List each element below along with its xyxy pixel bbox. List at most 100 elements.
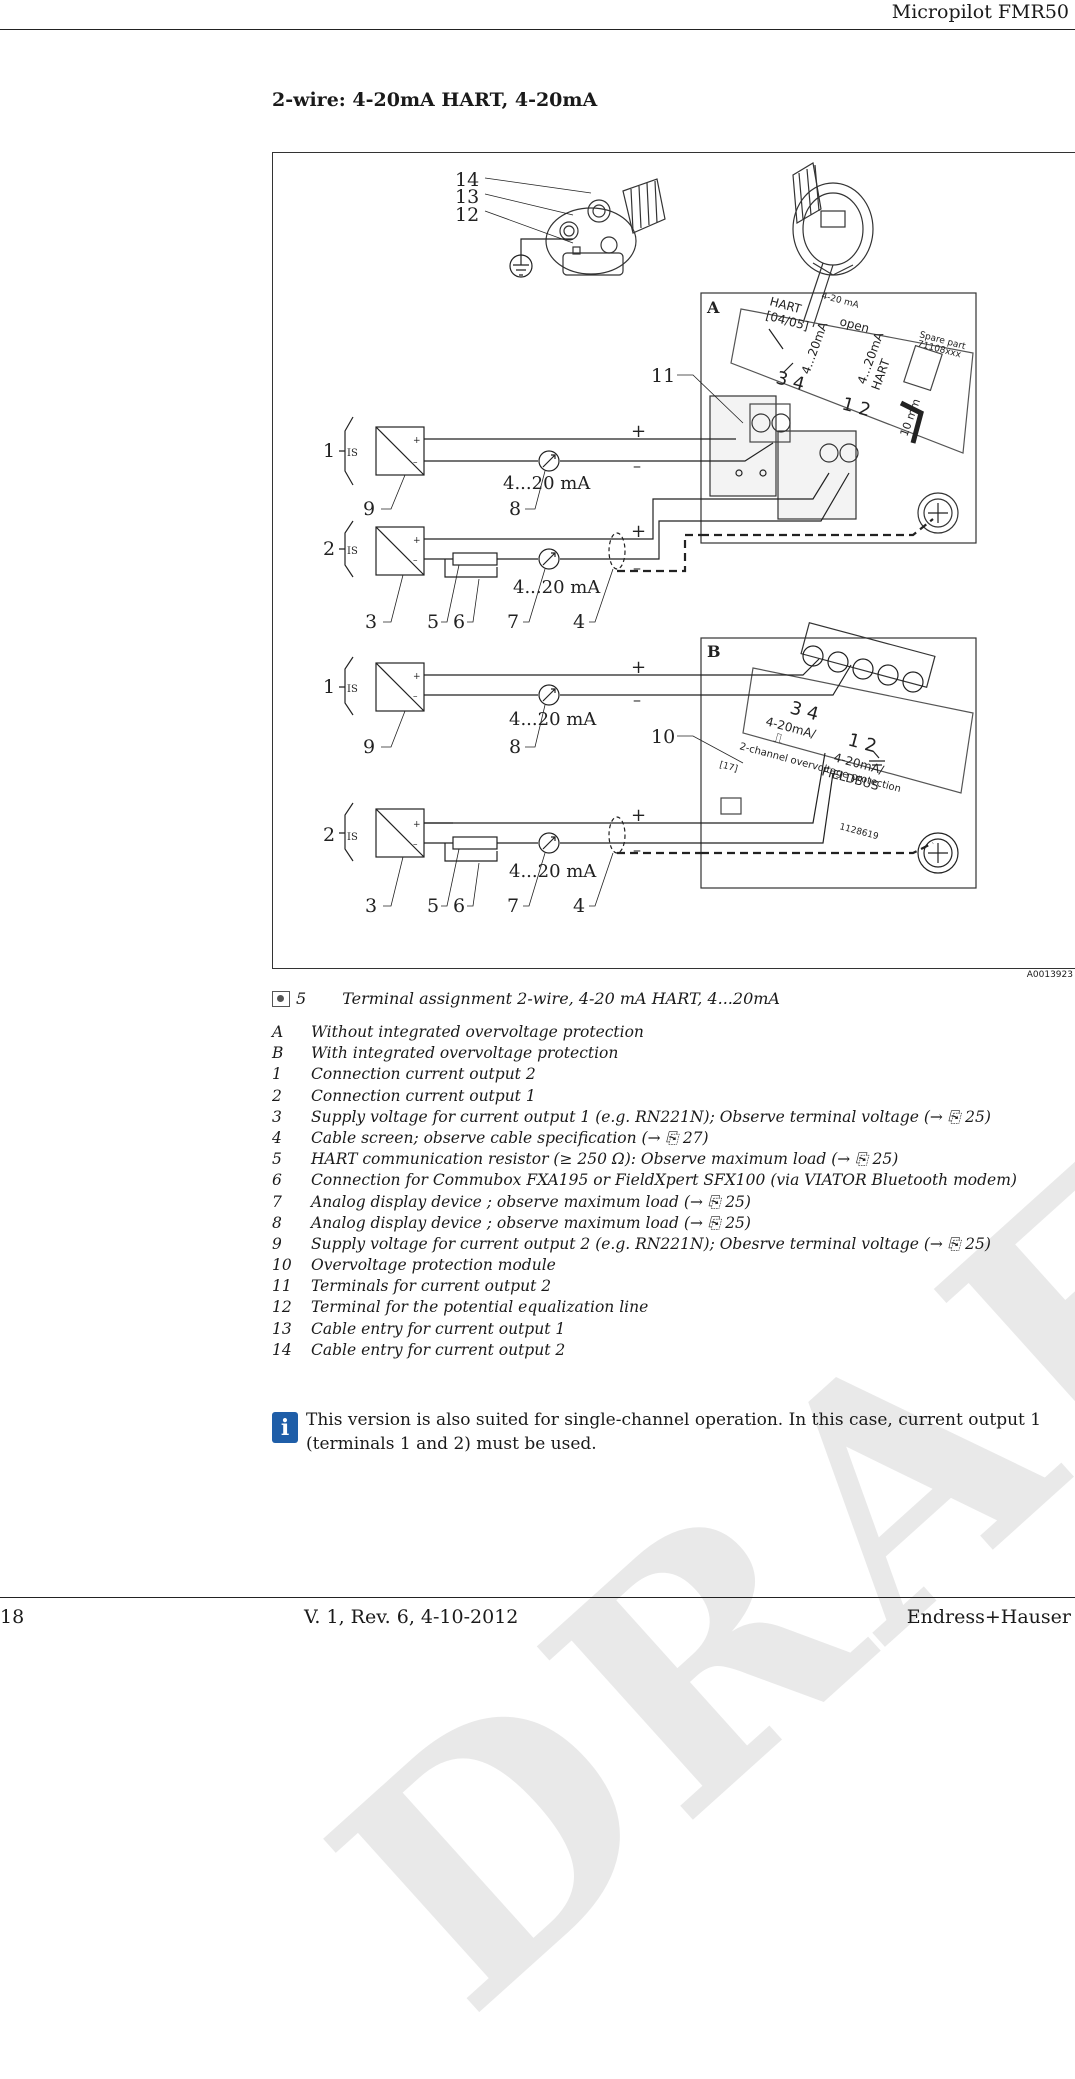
legend-key: 11 <box>272 1277 292 1296</box>
figure-caption-text: Terminal assignment 2-wire, 4-20 mA HART… <box>342 989 780 1008</box>
legend-item: 13 Cable entry for current output 1 <box>272 1319 1072 1340</box>
legend-text: With integrated overvoltage protection <box>311 1044 619 1063</box>
legend-key: 6 <box>272 1171 282 1190</box>
callout-leaders-top <box>484 177 592 244</box>
legend-key: 12 <box>272 1298 292 1317</box>
callout-6-b: 6 <box>453 895 465 917</box>
svg-text:–: – <box>413 840 418 850</box>
legend-key: 10 <box>272 1256 292 1275</box>
panel-b-left-symbol: ⎍ <box>772 730 785 747</box>
is-label-a2: IS <box>347 546 358 557</box>
ground-icon <box>509 238 573 278</box>
ma-label-b2: 4...20 mA <box>509 861 597 882</box>
figure-legend: A Without integrated overvoltage protecti… <box>272 1022 1072 1361</box>
circuit-output2-a <box>339 416 774 486</box>
panel-b-part-no: 1128619 <box>838 822 880 842</box>
circuit-output1-b-labels: + – 4...20 mA 2 IS 3 5 6 7 4 + – <box>323 805 646 917</box>
legend-key: 13 <box>272 1319 292 1338</box>
legend-item: A Without integrated overvoltage protecti… <box>272 1022 1072 1043</box>
legend-text: Cable entry for current output 1 <box>311 1319 566 1338</box>
callout-leader-9-b <box>381 710 406 748</box>
legend-text: Connection current output 2 <box>311 1065 536 1084</box>
panel-a-letter: A <box>706 298 720 317</box>
page-number: 18 <box>0 1606 25 1628</box>
legend-text: Supply voltage for current output 2 (e.g… <box>311 1234 991 1253</box>
footer-rule <box>0 1597 1075 1598</box>
svg-text:–: – <box>413 692 418 702</box>
legend-text: Analog display device ; observe maximum … <box>311 1192 751 1211</box>
svg-text:+: + <box>413 436 421 446</box>
panel-b-letter: B <box>707 642 721 661</box>
legend-item: 6 Connection for Commubox FXA195 or Field… <box>272 1170 1072 1191</box>
minus-label-b1: – <box>633 690 641 709</box>
panel-a-wire-label: 4-20 mA <box>820 291 860 311</box>
info-note: i This version is also suited for single… <box>272 1408 1072 1456</box>
callout-14: 14 <box>455 169 479 191</box>
minus-label-a2: – <box>633 558 641 577</box>
svg-text:+: + <box>413 820 421 830</box>
ma-label-a2: 4...20 mA <box>513 577 601 598</box>
legend-key: 2 <box>272 1086 282 1105</box>
legend-item: 2 Connection current output 1 <box>272 1086 1072 1107</box>
legend-item: 11 Terminals for current output 2 <box>272 1276 1072 1297</box>
callout-leader-9-a <box>381 474 406 510</box>
panel-a-terminals-12: 1 2 <box>840 394 873 422</box>
legend-key: A <box>272 1023 284 1041</box>
callout-leader-8-b <box>525 704 546 748</box>
housing-cable-entries-illustration <box>545 178 666 276</box>
panel-a <box>700 292 977 544</box>
callout-12: 12 <box>455 204 479 226</box>
legend-text: Connection current output 1 <box>311 1086 536 1105</box>
is-label-b2: IS <box>347 832 358 843</box>
legend-text: Connection for Commubox FXA195 or FieldX… <box>311 1171 1017 1190</box>
legend-text: Terminals for current output 2 <box>311 1277 552 1296</box>
minus-label-a1: – <box>633 456 641 475</box>
is-label-b1: IS <box>347 684 358 695</box>
legend-item: 5 HART communication resistor (≥ 250 Ω): … <box>272 1149 1072 1170</box>
callout-8-b: 8 <box>509 736 521 758</box>
callout-9-a: 9 <box>363 498 375 520</box>
ma-label-b1: 4...20 mA <box>509 709 597 730</box>
legend-item: B With integrated overvoltage protection <box>272 1043 1072 1064</box>
callout-9-b: 9 <box>363 736 375 758</box>
callout-1-b: 1 <box>323 676 335 698</box>
legend-text: Cable entry for current output 2 <box>311 1340 566 1359</box>
legend-key: 3 <box>272 1107 282 1126</box>
callout-11: 11 <box>651 365 675 387</box>
legend-key: 5 <box>272 1150 282 1169</box>
circuit-output2-a-labels: + – 4...20 mA 1 IS 9 8 + – <box>323 421 646 520</box>
panel-b <box>700 621 977 889</box>
panel-a-labels: HART [04/05] 4-20 mA 4...20mA open 3 4 1… <box>764 291 967 438</box>
panel-b-ref: [17] <box>718 760 738 774</box>
section-title: 2-wire: 4-20mA HART, 4-20mA <box>272 89 598 111</box>
legend-text: Overvoltage protection module <box>311 1256 556 1275</box>
legend-text: Without integrated overvoltage protectio… <box>311 1023 644 1041</box>
ma-label-a1: 4...20 mA <box>503 473 591 494</box>
callout-leader-8-a <box>525 470 546 510</box>
callout-4-b: 4 <box>573 895 585 917</box>
minus-label-b2: – <box>633 840 641 859</box>
callout-leader-10 <box>677 735 744 764</box>
circuit-output1-b <box>339 752 934 862</box>
callout-3-b: 3 <box>365 895 377 917</box>
circuit-output1-a <box>339 472 934 578</box>
svg-text:+: + <box>413 672 421 682</box>
legend-text: Terminal for the potential equalization … <box>311 1298 649 1317</box>
svg-text:+: + <box>413 536 421 546</box>
wiring-diagram: 14 13 12 <box>323 162 977 917</box>
figure-number: 5 <box>296 989 307 1008</box>
circuit-output1-a-labels: + – 4...20 mA 2 IS 3 5 6 7 4 + – <box>323 521 646 633</box>
legend-key: 4 <box>272 1128 282 1147</box>
callout-13: 13 <box>455 186 479 208</box>
legend-text: HART communication resistor (≥ 250 Ω): O… <box>311 1150 899 1169</box>
legend-key: 7 <box>272 1192 282 1211</box>
figure-caption: 5 Terminal assignment 2-wire, 4-20 mA HA… <box>272 989 780 1008</box>
legend-text: Analog display device ; observe maximum … <box>311 1213 751 1232</box>
legend-key: B <box>272 1044 284 1063</box>
document-version: V. 1, Rev. 6, 4-10-2012 <box>304 1606 519 1628</box>
figure-icon <box>272 990 290 1007</box>
callout-2-a: 2 <box>323 538 335 560</box>
